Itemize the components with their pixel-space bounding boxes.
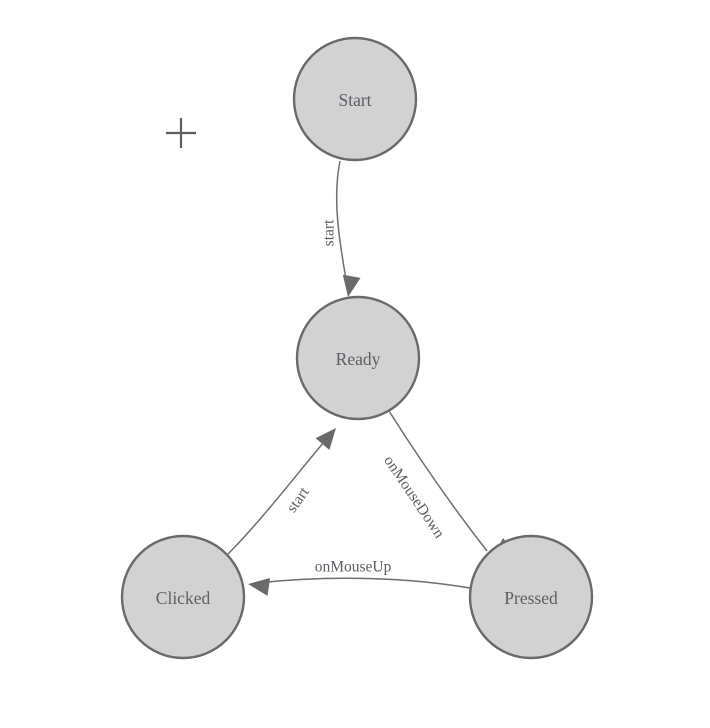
arrowhead-icon [248,578,271,596]
arrowhead-icon [342,274,361,297]
plus-marker-icon [166,118,196,148]
node-shape[interactable] [295,295,421,421]
edge-label-ready-to-pressed: onMouseDown [380,453,448,542]
edge-label-clicked-to-ready: start [283,484,313,516]
node-pressed[interactable]: Pressed [468,534,594,660]
node-label: Pressed [504,588,558,608]
edge-start-to-ready [335,160,361,297]
edge-clicked-to-ready [227,428,336,555]
edge-line [256,577,471,589]
node-label: Start [338,90,371,110]
node-shape[interactable] [120,534,246,660]
edge-line [388,410,488,552]
edge-label-pressed-to-clicked: onMouseUp [315,559,392,576]
edge-line [335,160,348,286]
node-label: Clicked [156,588,211,608]
arrowhead-icon [315,428,336,450]
node-clicked[interactable]: Clicked [120,534,246,660]
node-label: Ready [336,349,381,369]
node-shape[interactable] [468,534,594,660]
node-shape[interactable] [292,36,418,162]
edge-label-start-to-ready: start [321,219,338,246]
edge-line [227,435,330,555]
edge-pressed-to-clicked [248,577,471,596]
node-start[interactable]: Start [292,36,418,162]
node-ready[interactable]: Ready [295,295,421,421]
